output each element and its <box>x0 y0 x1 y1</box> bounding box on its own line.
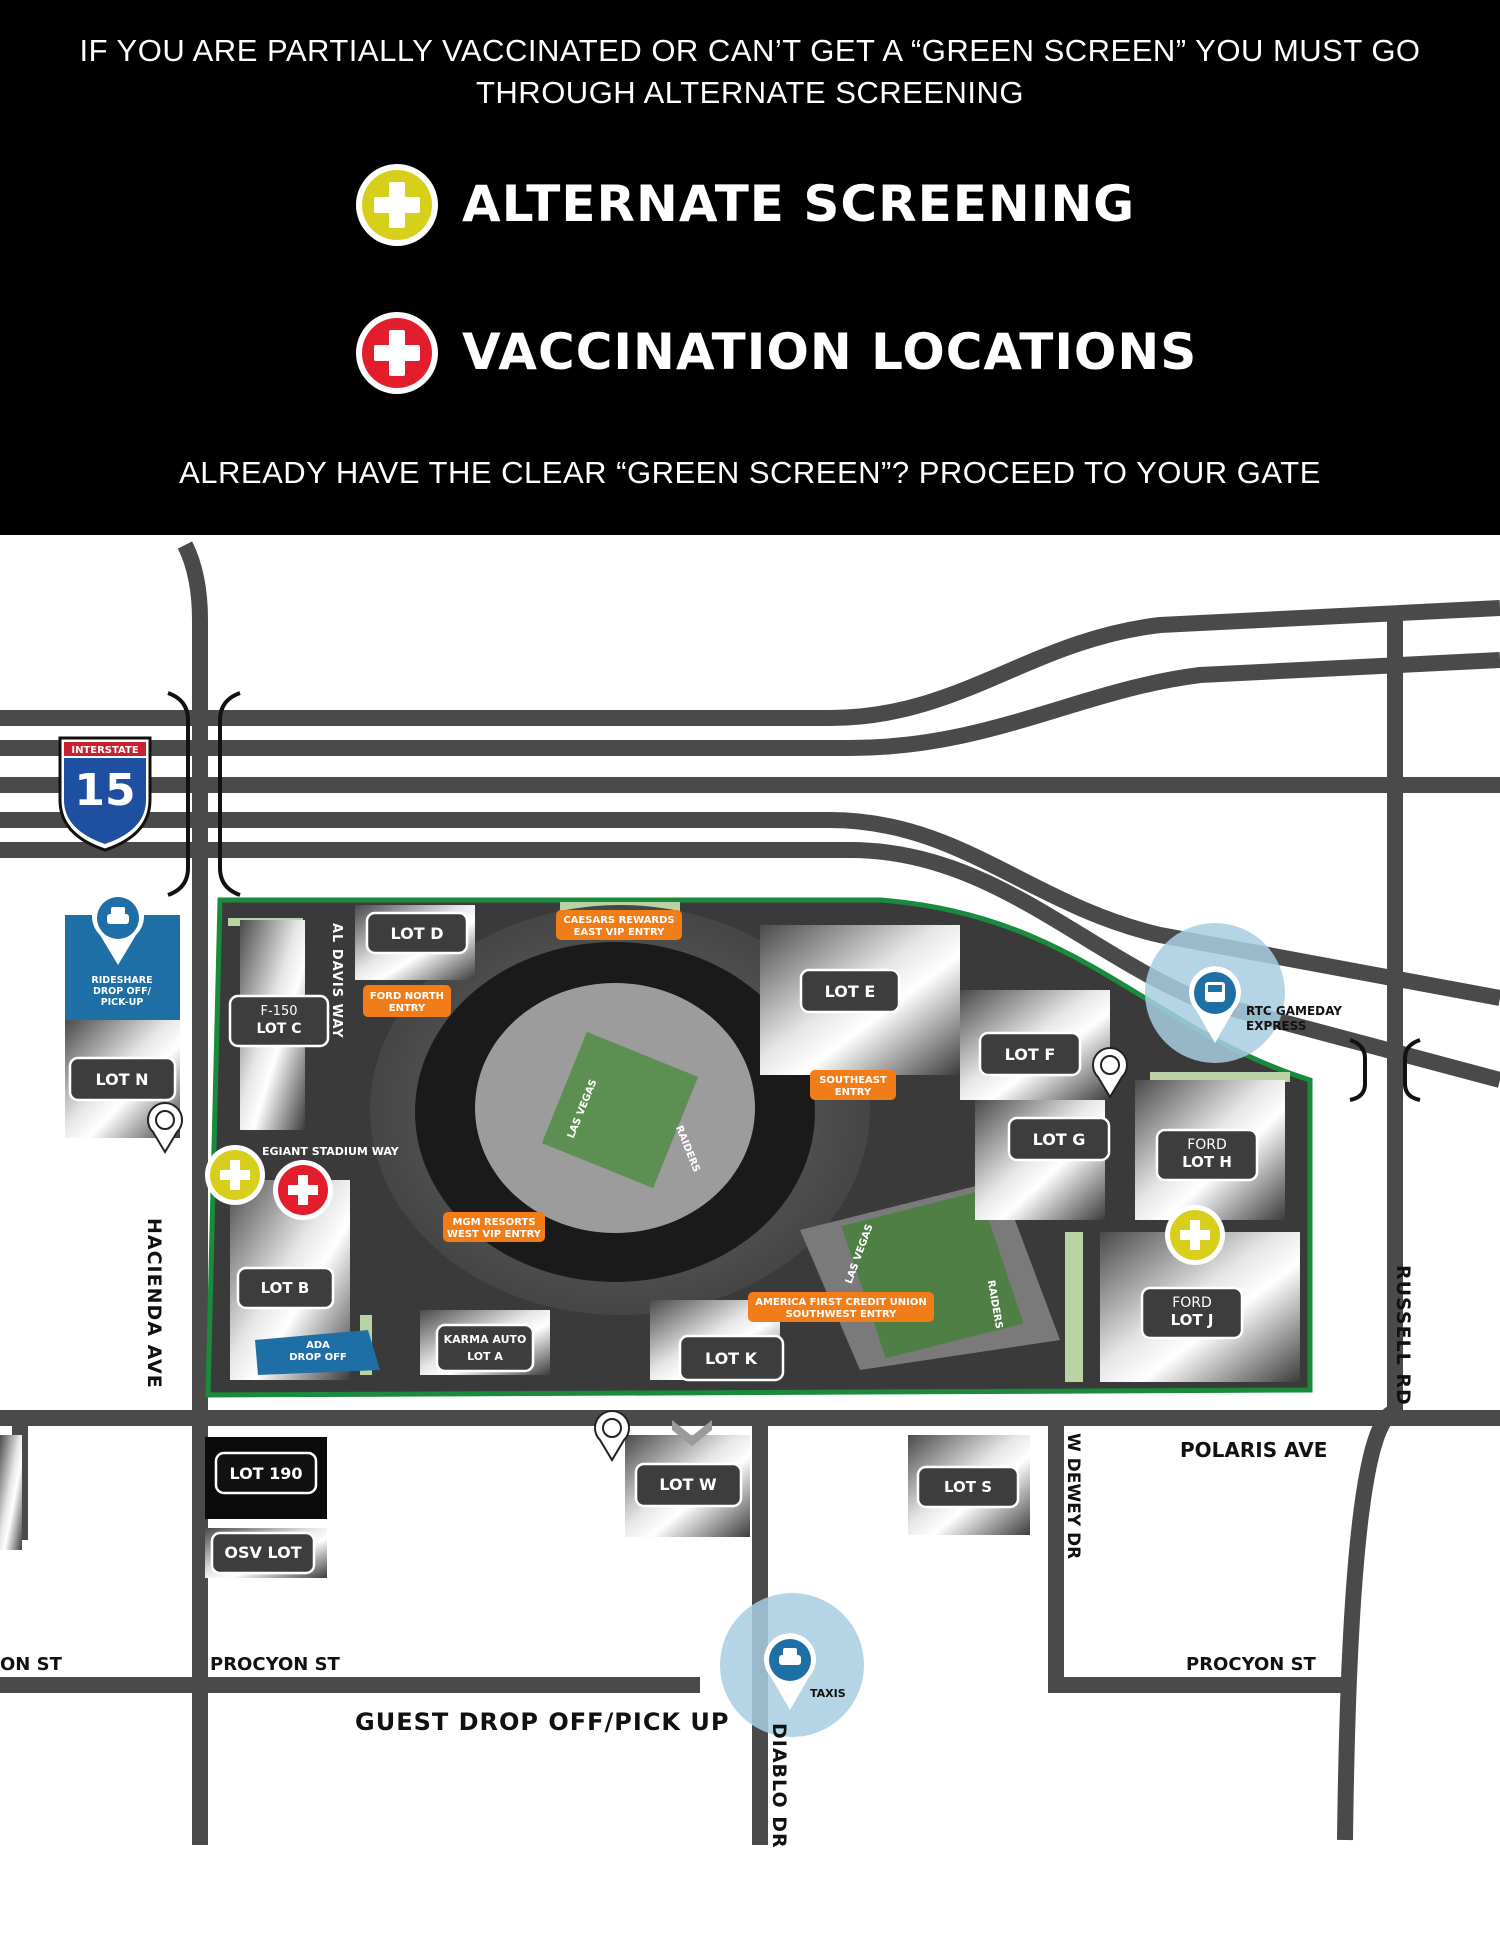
lot-j-label: FORD LOT J <box>1140 1286 1244 1340</box>
lot-a-text: LOT A <box>467 1350 503 1363</box>
street-procyon-st-left: ON ST <box>0 1654 63 1675</box>
entry-mgm-line2: WEST VIP ENTRY <box>447 1229 542 1240</box>
lot-b-label: LOT B <box>236 1266 335 1310</box>
lot-a-label: KARMA AUTO LOT A <box>435 1323 535 1373</box>
lot-n-text: LOT N <box>95 1070 148 1089</box>
lot-h-text: LOT H <box>1182 1153 1232 1171</box>
entry-southeast-line2: ENTRY <box>835 1087 872 1098</box>
vaccination-marker-west <box>273 1160 333 1220</box>
alternate-screening-marker-east <box>1165 1205 1225 1265</box>
interstate-label: INTERSTATE <box>71 745 138 756</box>
ada-line1: ADA <box>306 1340 330 1351</box>
stadium-map: INTERSTATE 15 LAS VEGAS RAIDERS LAS VEGA… <box>0 535 1500 1935</box>
lot-w-text: LOT W <box>659 1475 717 1494</box>
taxis-text: TAXIS <box>810 1687 846 1700</box>
rideshare-pin-icon <box>92 890 145 965</box>
entry-southeast-line1: SOUTHEAST <box>819 1075 887 1086</box>
lot-h-label: FORD LOT H <box>1155 1128 1259 1182</box>
rtc-line1: RTC GAMEDAY <box>1246 1004 1342 1018</box>
entry-afcu-line2: SOUTHWEST ENTRY <box>786 1309 898 1320</box>
lot-j-text: LOT J <box>1171 1311 1214 1329</box>
red-plus-icon <box>356 312 438 394</box>
lot-s-label: LOT S <box>916 1465 1020 1509</box>
lot-c-text: LOT C <box>256 1021 301 1037</box>
lot-c-label: F-150 LOT C <box>228 994 330 1048</box>
entry-southeast: SOUTHEAST ENTRY <box>810 1070 896 1100</box>
interstate-number: 15 <box>74 765 135 816</box>
entry-mgm: MGM RESORTS WEST VIP ENTRY <box>443 1212 545 1242</box>
osv-lot-label: OSV LOT <box>210 1531 316 1575</box>
header-banner: IF YOU ARE PARTIALLY VACCINATED OR CAN’T… <box>0 0 1500 535</box>
lot-h-sponsor: FORD <box>1187 1137 1227 1153</box>
entry-ford-north-line1: FORD NORTH <box>370 991 444 1002</box>
entry-caesars-line1: CAESARS REWARDS <box>563 915 674 926</box>
entry-ford-north: FORD NORTH ENTRY <box>363 985 451 1017</box>
stadium-field <box>541 1031 699 1189</box>
lot-d-label: LOT D <box>365 911 469 955</box>
lot-c-sponsor: F-150 <box>261 1004 298 1019</box>
street-diablo-dr: DIABLO DR <box>768 1723 790 1849</box>
lot-f-text: LOT F <box>1005 1045 1056 1064</box>
street-procyon-st: PROCYON ST <box>210 1654 341 1675</box>
lot-k-label: LOT K <box>678 1334 785 1382</box>
lot-b-text: LOT B <box>261 1279 310 1297</box>
street-allegiant-stadium-way: EGIANT STADIUM WAY <box>262 1145 400 1158</box>
lot-j-sponsor: FORD <box>1172 1295 1212 1311</box>
lot-s-text: LOT S <box>944 1478 992 1496</box>
street-hacienda-ave: HACIENDA AVE <box>143 1218 165 1389</box>
parking-pin-icon <box>147 1101 183 1154</box>
alternate-screening-marker-west <box>205 1145 265 1205</box>
chevron-down-icon <box>672 1420 712 1446</box>
street-procyon-st-right: PROCYON ST <box>1186 1654 1317 1675</box>
overpass-brackets <box>167 691 1421 1102</box>
notice-line-1: IF YOU ARE PARTIALLY VACCINATED OR CAN’T… <box>79 33 1421 68</box>
ada-drop-off: ADA DROP OFF <box>255 1330 380 1375</box>
rideshare-line3: PICK-UP <box>101 997 144 1008</box>
lot-190-text: LOT 190 <box>229 1464 302 1483</box>
entry-caesars-line2: EAST VIP ENTRY <box>574 927 666 938</box>
entry-ford-north-line2: ENTRY <box>389 1003 426 1014</box>
rideshare-line2: DROP OFF/ <box>93 986 152 997</box>
rtc-gameday-express: RTC GAMEDAY EXPRESS <box>1145 923 1342 1063</box>
street-al-davis-way: AL DAVIS WAY <box>329 923 344 1039</box>
lot-f-label: LOT F <box>978 1031 1082 1077</box>
lot-190-label: LOT 190 <box>214 1451 318 1495</box>
parking-pin-icon <box>594 1409 630 1462</box>
street-russell-rd: RUSSELL RD <box>1392 1265 1414 1406</box>
lot-n-label: LOT N <box>68 1056 177 1102</box>
yellow-plus-icon <box>356 164 438 246</box>
lot-g-text: LOT G <box>1033 1130 1086 1149</box>
lot-w-label: LOT W <box>634 1462 743 1508</box>
guest-drop-off-label: GUEST DROP OFF/PICK UP <box>355 1708 729 1736</box>
lot-e-text: LOT E <box>825 982 876 1001</box>
street-polaris-ave: POLARIS AVE <box>1180 1438 1327 1462</box>
road-network <box>0 541 1500 1845</box>
notice-line-2: THROUGH ALTERNATE SCREENING <box>475 75 1025 110</box>
legend-vaccination-locations: VACCINATION LOCATIONS <box>462 323 1198 381</box>
ada-line2: DROP OFF <box>289 1352 346 1363</box>
interstate-15-shield: INTERSTATE 15 <box>58 736 152 852</box>
rtc-line2: EXPRESS <box>1246 1019 1306 1033</box>
legend-alternate-screening: ALTERNATE SCREENING <box>462 175 1136 233</box>
lot-g-label: LOT G <box>1007 1116 1111 1162</box>
rideshare-line1: RIDESHARE <box>91 975 152 986</box>
lot-k-text: LOT K <box>705 1349 758 1368</box>
entry-america-first: AMERICA FIRST CREDIT UNION SOUTHWEST ENT… <box>748 1292 934 1322</box>
green-screen-note: ALREADY HAVE THE CLEAR “GREEN SCREEN”? P… <box>179 455 1321 490</box>
parking-pin-icon <box>1092 1046 1128 1099</box>
taxi-stand: TAXIS <box>720 1593 864 1737</box>
entry-mgm-line1: MGM RESORTS <box>452 1217 535 1228</box>
lot-e-label: LOT E <box>799 968 901 1014</box>
entry-caesars: CAESARS REWARDS EAST VIP ENTRY <box>556 910 682 940</box>
lot-d-text: LOT D <box>391 924 444 943</box>
osv-lot-text: OSV LOT <box>224 1543 301 1562</box>
entry-afcu-line1: AMERICA FIRST CREDIT UNION <box>755 1297 927 1308</box>
street-w-dewey-dr: W DEWEY DR <box>1063 1433 1083 1559</box>
lot-a-sponsor: KARMA AUTO <box>444 1333 527 1346</box>
